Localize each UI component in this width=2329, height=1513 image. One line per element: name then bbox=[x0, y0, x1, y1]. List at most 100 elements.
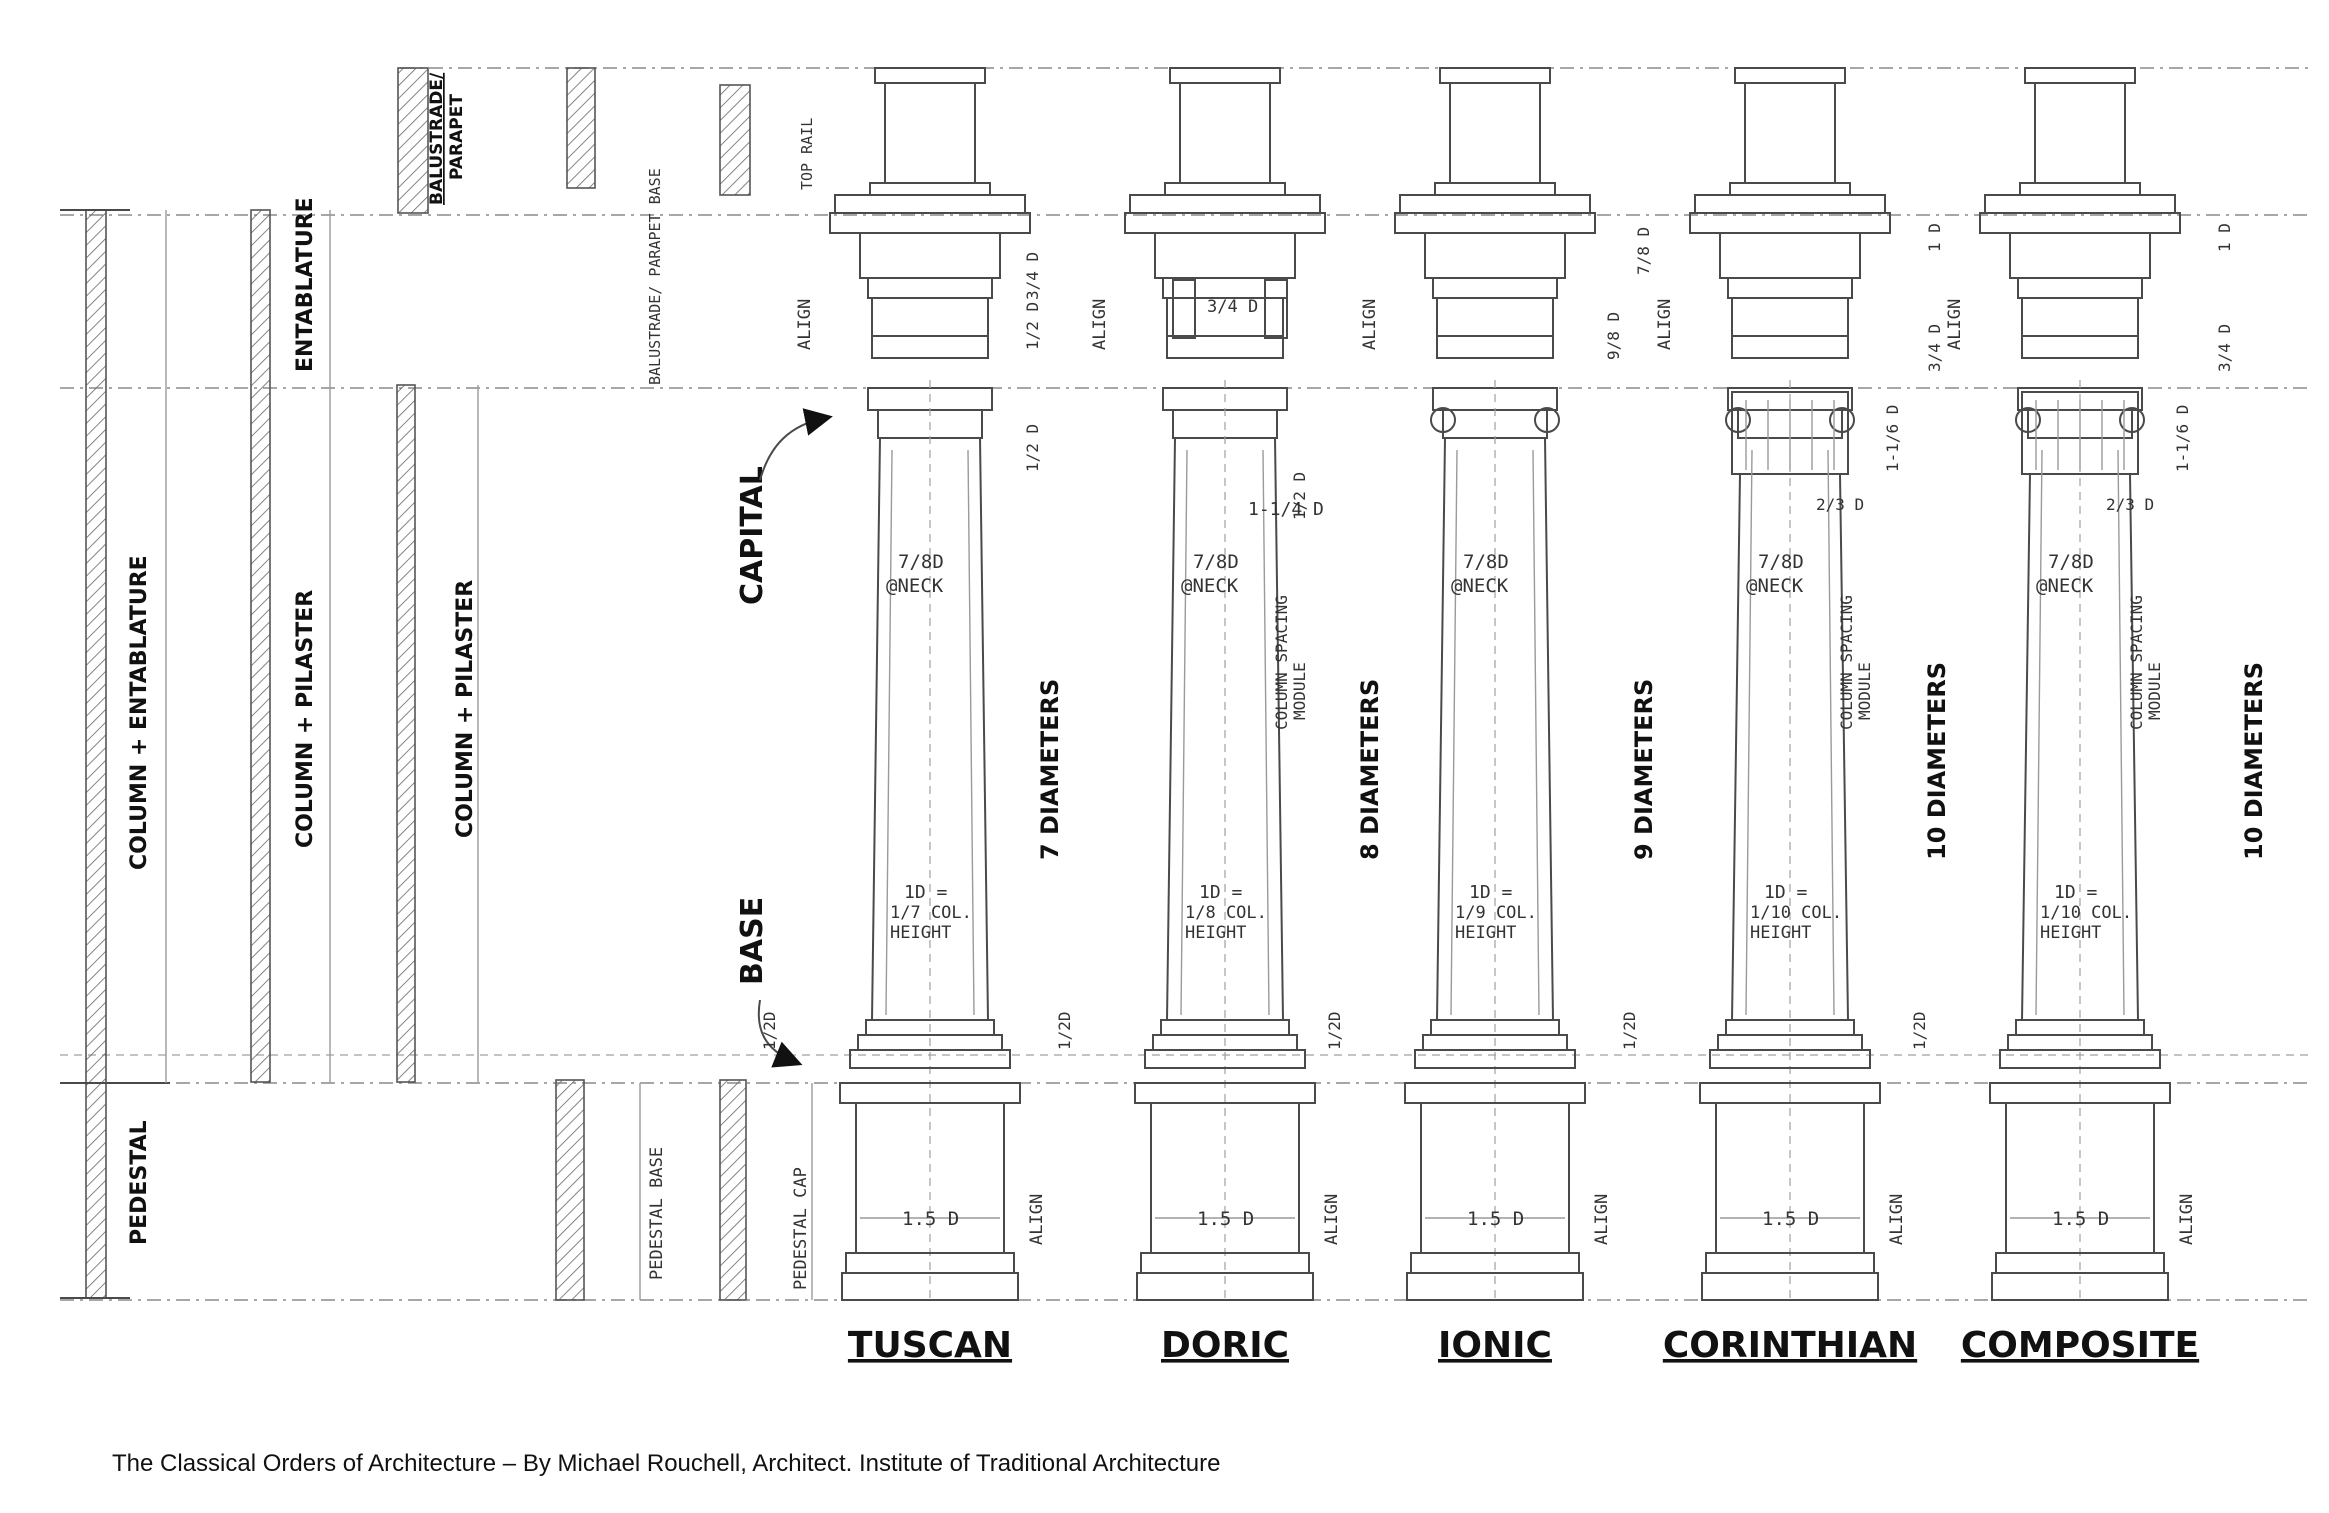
label-neck-at: @NECK bbox=[1746, 575, 1804, 597]
label-diameter-note: 1D = bbox=[1764, 882, 1808, 903]
base-plinth bbox=[849, 1049, 1011, 1069]
label-align-upper: ALIGN bbox=[1090, 299, 1110, 350]
label-diameter-height: HEIGHT bbox=[1455, 923, 1516, 943]
parapet-base bbox=[1434, 182, 1556, 196]
label-base-height: 1/2D bbox=[1325, 1011, 1344, 1050]
top-rail-cap bbox=[2024, 67, 2136, 84]
label-plinth-width: 1.5 D bbox=[902, 1208, 959, 1230]
base-arrow bbox=[757, 999, 803, 1068]
label-balustrade-base: BALUSTRADE/ PARAPET BASE bbox=[646, 168, 664, 385]
label-plinth-width: 1.5 D bbox=[2052, 1208, 2109, 1230]
pedestal-plinth bbox=[1991, 1272, 2169, 1301]
cornice-top bbox=[1694, 194, 1886, 214]
architrave bbox=[871, 297, 989, 337]
label-entablature-b: 1/2 D bbox=[1023, 302, 1042, 350]
left-proportion-bars bbox=[60, 67, 813, 1301]
architrave-top bbox=[1432, 277, 1558, 299]
label-column-pilaster-2: COLUMN + PILASTER bbox=[453, 580, 478, 838]
triglyph bbox=[1172, 279, 1196, 339]
label-column-height: 8 DIAMETERS bbox=[1356, 679, 1384, 860]
frieze bbox=[1719, 232, 1861, 279]
label-base-height: 1/2D bbox=[1055, 1011, 1074, 1050]
shaft-line bbox=[1450, 449, 1458, 1016]
shaft-line bbox=[2035, 449, 2043, 1016]
label-diameter-note: 1D = bbox=[904, 882, 948, 903]
cornice-top bbox=[1984, 194, 2176, 214]
pedestal-plinth bbox=[841, 1272, 1019, 1301]
column-corinthian bbox=[1689, 67, 1891, 1301]
label-column-spacing: COLUMN SPACING bbox=[1272, 595, 1291, 730]
cornice-top bbox=[1129, 194, 1321, 214]
label-base-height: 1/2D bbox=[1910, 1011, 1929, 1050]
shaft-line bbox=[1262, 449, 1270, 1016]
label-align-lower: ALIGN bbox=[1027, 1194, 1047, 1245]
label-column-spacing: COLUMN SPACING bbox=[1837, 595, 1856, 730]
acanthus-capital bbox=[1731, 391, 1849, 475]
label-diameter-fraction: 1/10 COL. bbox=[1750, 903, 1842, 923]
label-neck: 7/8D bbox=[2048, 551, 2094, 573]
order-name-corinthian: CORINTHIAN bbox=[1663, 1325, 1917, 1366]
label-neck-at: @NECK bbox=[886, 575, 944, 597]
label-diameter-fraction: 1/9 COL. bbox=[1455, 903, 1537, 923]
frieze bbox=[1154, 232, 1296, 279]
base-plinth bbox=[1709, 1049, 1871, 1069]
parapet-block bbox=[884, 82, 976, 184]
architrave-top bbox=[867, 277, 993, 299]
label-align-upper: ALIGN bbox=[1360, 299, 1380, 350]
label-neck-at: @NECK bbox=[2036, 575, 2094, 597]
architrave-band bbox=[871, 335, 989, 359]
label-entablature-a: 3/4 D bbox=[2215, 324, 2234, 372]
label-align-lower: ALIGN bbox=[2177, 1194, 2197, 1245]
parapet-block bbox=[1179, 82, 1271, 184]
label-top-rail: TOP RAIL bbox=[798, 118, 816, 190]
architrave-top bbox=[2017, 277, 2143, 299]
volute-right bbox=[1829, 407, 1855, 433]
architrave-band bbox=[1166, 335, 1284, 359]
label-align-upper: ALIGN bbox=[795, 299, 815, 350]
top-rail-cap bbox=[1169, 67, 1281, 84]
label-spacing-module: MODULE bbox=[1290, 662, 1309, 720]
volute-left bbox=[2015, 407, 2041, 433]
base-plinth bbox=[1999, 1049, 2161, 1069]
label-diameter-note: 1D = bbox=[1469, 882, 1513, 903]
order-name-composite: COMPOSITE bbox=[1961, 1325, 2199, 1366]
label-column-height: 7 DIAMETERS bbox=[1036, 679, 1064, 860]
volute-left bbox=[1725, 407, 1751, 433]
parapet-block bbox=[1449, 82, 1541, 184]
label-align-lower: ALIGN bbox=[1887, 1194, 1907, 1245]
cornice-top bbox=[834, 194, 1026, 214]
label-column-height: 10 DIAMETERS bbox=[1923, 662, 1951, 860]
column-tuscan bbox=[829, 67, 1031, 1301]
top-rail-cap bbox=[874, 67, 986, 84]
label-triglyph: 3/4 D bbox=[1207, 297, 1258, 317]
label-neck-at: @NECK bbox=[1451, 575, 1509, 597]
cornice bbox=[829, 212, 1031, 234]
shaft-line bbox=[1745, 449, 1753, 1016]
column-doric bbox=[1124, 67, 1326, 1301]
shaft-line bbox=[1180, 449, 1188, 1016]
capital-arrow bbox=[759, 408, 833, 481]
parapet-base bbox=[1729, 182, 1851, 196]
label-neck: 7/8D bbox=[1463, 551, 1509, 573]
label-column-spacing: COLUMN SPACING bbox=[2127, 595, 2146, 730]
label-capital-height: 1/2 D bbox=[1023, 424, 1042, 472]
pedestal-plinth bbox=[1701, 1272, 1879, 1301]
label-pedestal-base: PEDESTAL BASE bbox=[647, 1147, 667, 1280]
label-spacing-module: MODULE bbox=[2145, 662, 2164, 720]
architrave-band bbox=[1436, 335, 1554, 359]
label-column-height: 10 DIAMETERS bbox=[2240, 662, 2268, 860]
label-diameter-height: HEIGHT bbox=[1750, 923, 1811, 943]
cornice bbox=[1979, 212, 2181, 234]
label-neck-at: @NECK bbox=[1181, 575, 1239, 597]
label-entablature-c: 1 D bbox=[1925, 223, 1944, 252]
label-doric-capital: 1/2 D bbox=[1290, 472, 1309, 520]
acanthus-capital bbox=[2021, 391, 2139, 475]
architrave bbox=[1436, 297, 1554, 337]
parapet-block bbox=[1744, 82, 1836, 184]
column-composite bbox=[1979, 67, 2181, 1301]
cornice bbox=[1394, 212, 1596, 234]
base-plinth bbox=[1414, 1049, 1576, 1069]
frieze bbox=[859, 232, 1001, 279]
shaft-line bbox=[1827, 449, 1835, 1016]
